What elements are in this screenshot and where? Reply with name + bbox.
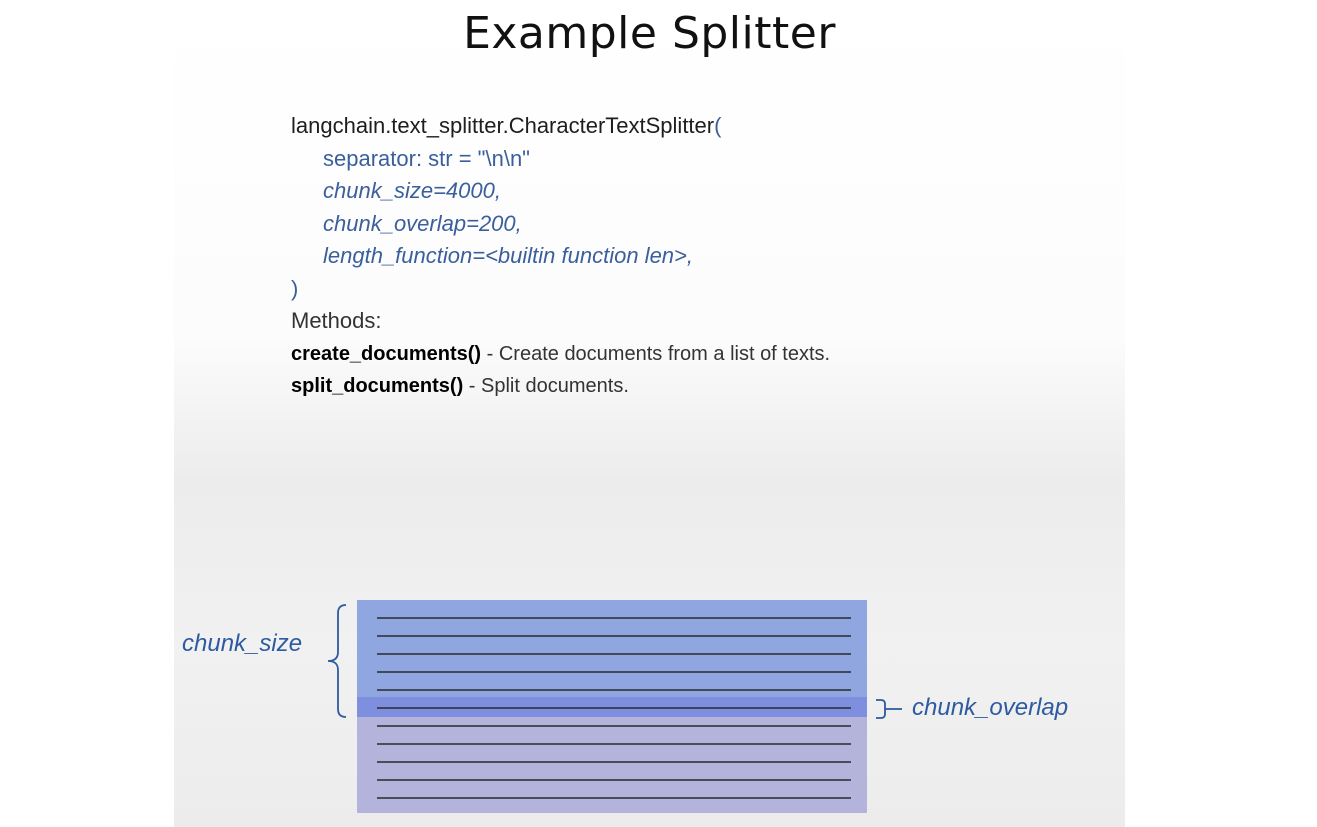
chunk-overlap-label: chunk_overlap <box>912 694 1069 721</box>
method-parens: () <box>449 375 464 397</box>
slide: Example Splitter langchain.text_splitter… <box>174 6 1125 827</box>
close-paren: ) <box>291 275 299 301</box>
methods-label: Methods: <box>291 308 382 333</box>
method-description: - Split documents. <box>463 375 629 397</box>
text-lines <box>377 617 851 799</box>
code-block: langchain.text_splitter.CharacterTextSpl… <box>291 110 830 403</box>
method-name: create_documents <box>291 342 468 365</box>
method-parens: () <box>467 342 482 365</box>
param-length-function: length_function=<builtin function len>, <box>323 243 694 268</box>
chunk-overlap-brace <box>876 699 902 719</box>
method-name: split_documents <box>291 375 450 397</box>
chunk-diagram <box>357 600 867 813</box>
param-separator: separator: str = "\n\n" <box>323 145 530 171</box>
overlap-band <box>357 697 867 717</box>
param-chunk-overlap: chunk_overlap=200, <box>323 210 522 236</box>
code-call-line: langchain.text_splitter.CharacterTextSpl… <box>291 110 830 143</box>
class-path: langchain.text_splitter.CharacterTextSpl… <box>291 113 715 138</box>
slide-title: Example Splitter <box>463 8 836 59</box>
open-paren: ( <box>714 113 722 138</box>
param-chunk-size: chunk_size=4000, <box>323 178 501 203</box>
method-create-documents: create_documents() - Create documents fr… <box>291 338 830 371</box>
chunk-size-brace <box>327 604 347 718</box>
method-description: - Create documents from a list of texts. <box>481 342 831 365</box>
method-split-documents: split_documents() - Split documents. <box>291 370 830 403</box>
chunk-size-label: chunk_size <box>182 630 303 657</box>
